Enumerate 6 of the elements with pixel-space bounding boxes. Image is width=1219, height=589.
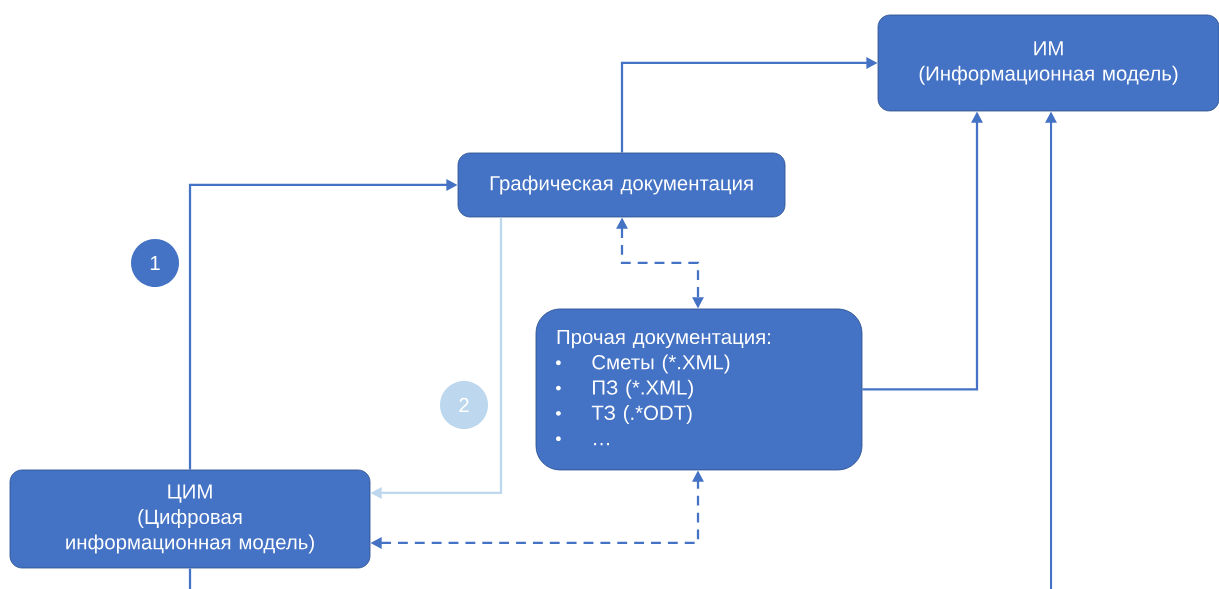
process-box: Графическая документация: [457, 152, 786, 218]
callout-number: 2: [440, 381, 488, 429]
callout-number: 1: [131, 239, 179, 287]
process-box: ИМ (Информационная модель): [877, 14, 1219, 112]
process-box: Прочая документация: Сметы (*.XML) ПЗ (*.XML) ТЗ (.*ODT) …: [535, 308, 863, 471]
process-box: ЦИМ (Цифровая информационная модель): [9, 469, 371, 569]
